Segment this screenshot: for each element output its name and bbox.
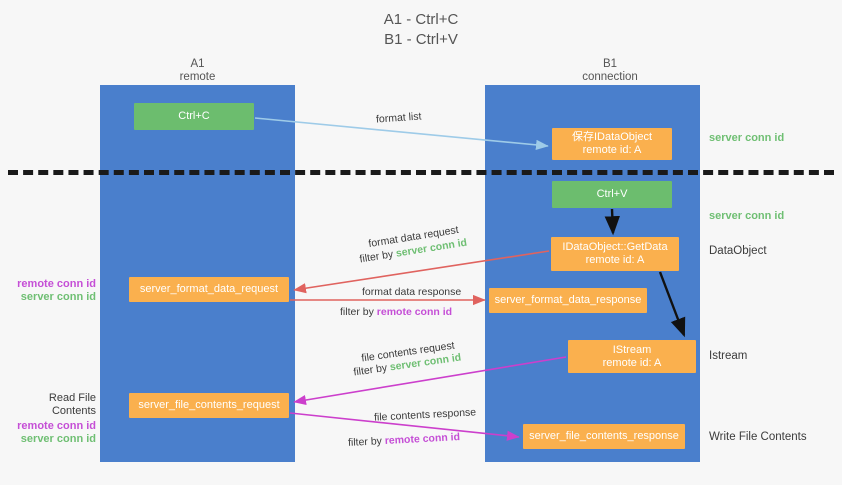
column-header-a1: A1 remote [115, 58, 280, 84]
node-server-format-data-request-label: server_format_data_request [139, 283, 279, 295]
filter-key-remote-conn-id: remote conn id [376, 306, 453, 318]
node-idataobject-getdata[interactable]: IDataObject::GetData remote id: A [551, 237, 679, 271]
annotation-server-conn-id-mid: server conn id [709, 210, 785, 222]
column-header-b1: B1 connection [525, 58, 695, 84]
annotation-remote-conn-id-1: remote conn id [17, 278, 96, 290]
node-server-file-contents-response[interactable]: server_file_contents_response [523, 424, 685, 449]
annotation-remote-conn-id-2: remote conn id [17, 420, 96, 432]
annotation-write-file-contents: Write File Contents [709, 431, 807, 443]
filter-prefix: filter by [358, 247, 397, 266]
node-istream[interactable]: IStream remote id: A [568, 340, 696, 373]
page-title: A1 - Ctrl+C B1 - Ctrl+V [0, 10, 842, 50]
edge-label-format-data-response-filter: filter by remote conn id [340, 305, 452, 319]
annotation-read-file-contents-group: Read File Contents remote conn id server… [8, 392, 96, 446]
edge-label-file-contents-response-filter: filter by remote conn id [348, 430, 461, 450]
node-save-idataobject-line1: 保存IDataObject [571, 131, 653, 143]
filter-prefix: filter by [352, 361, 391, 379]
edge-label-format-list-text: format list [375, 110, 422, 126]
edge-label-format-data-response: format data response [362, 285, 461, 299]
column-header-a1-role: remote [179, 71, 216, 83]
node-idataobject-getdata-line2: remote id: A [585, 254, 645, 266]
clipboard-boundary-divider [8, 170, 834, 175]
annotation-dataobject: DataObject [709, 245, 767, 257]
node-ctrl-v[interactable]: Ctrl+V [552, 181, 672, 208]
annotation-conn-ids-format: remote conn id server conn id [8, 278, 96, 304]
title-line-1: A1 - Ctrl+C [383, 11, 459, 28]
node-istream-line1: IStream [612, 343, 652, 356]
filter-key-remote-conn-id: remote conn id [384, 431, 461, 447]
node-save-idataobject[interactable]: 保存IDataObject remote id: A [552, 128, 672, 160]
title-line-2: B1 - Ctrl+V [384, 31, 458, 48]
column-header-a1-name: A1 [190, 58, 205, 70]
edge-label-file-contents-response-text: file contents response [373, 406, 477, 424]
annotation-istream: Istream [709, 350, 748, 362]
annotation-read-file-contents: Read File Contents [48, 392, 96, 417]
node-ctrl-c[interactable]: Ctrl+C [134, 103, 254, 130]
node-ctrl-v-line1: Ctrl+V [596, 188, 628, 200]
node-idataobject-getdata-line1: IDataObject::GetData [562, 241, 668, 253]
node-ctrl-c-line1: Ctrl+C [178, 110, 210, 122]
node-istream-line2: remote id: A [602, 356, 662, 369]
node-server-format-data-request[interactable]: server_format_data_request [129, 277, 289, 302]
edge-label-format-list: format list [376, 109, 422, 126]
node-server-file-contents-request[interactable]: server_file_contents_request [129, 393, 289, 418]
edge-label-file-contents-response: file contents response [374, 405, 477, 424]
node-server-format-data-response[interactable]: server_format_data_response [489, 288, 647, 313]
column-header-b1-name: B1 [602, 58, 618, 70]
node-server-file-contents-request-label: server_file_contents_request [138, 399, 280, 411]
node-server-file-contents-response-label: server_file_contents_response [529, 430, 679, 442]
annotation-server-conn-id-top: server conn id [709, 132, 785, 144]
annotation-server-conn-id-1: server conn id [20, 291, 96, 303]
node-server-format-data-response-label: server_format_data_response [494, 294, 642, 306]
filter-prefix: filter by [340, 306, 377, 318]
node-save-idataobject-line2: remote id: A [582, 144, 642, 156]
column-header-b1-role: connection [582, 71, 638, 83]
edge-label-format-data-response-text: format data response [362, 286, 462, 298]
filter-prefix: filter by [347, 435, 386, 449]
annotation-server-conn-id-2: server conn id [20, 433, 96, 445]
